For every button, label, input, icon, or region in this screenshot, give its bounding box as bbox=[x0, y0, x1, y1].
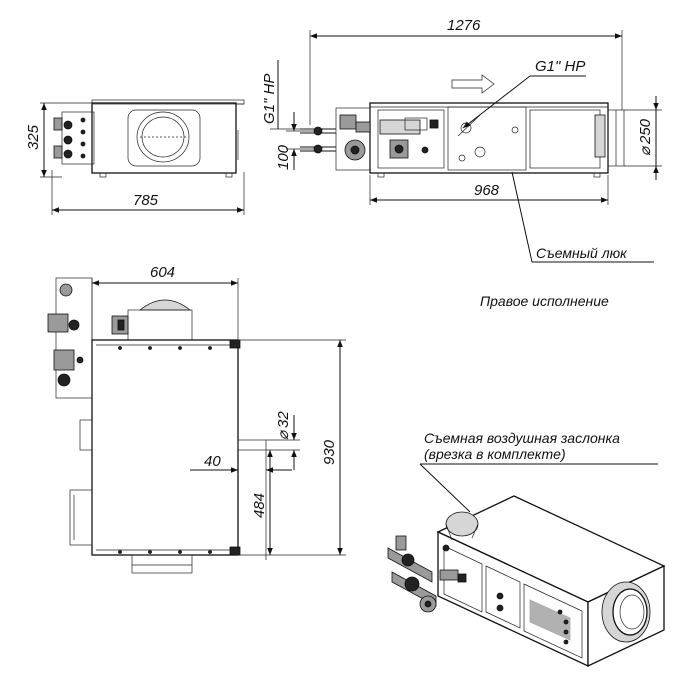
drain-diameter-label: 32 bbox=[275, 411, 292, 428]
front-width-label: 785 bbox=[133, 192, 159, 209]
plan-view: 604 bbox=[47, 264, 346, 574]
damper-note-line2: (врезка в комплекте) bbox=[424, 446, 566, 462]
damper-note-line1: Съемная воздушная заслонка bbox=[424, 430, 620, 446]
plan-view-fittings bbox=[55, 277, 93, 399]
drain-height-label: 484 bbox=[251, 493, 268, 518]
drain-offset-label: 40 bbox=[204, 453, 221, 470]
plan-view-body bbox=[91, 339, 239, 556]
external-pipework bbox=[335, 107, 371, 171]
front-view: 325 785 bbox=[25, 99, 245, 215]
flange-diameter-symbol: ⌀ bbox=[637, 145, 654, 156]
flange-diameter-label: 250 bbox=[637, 118, 654, 145]
isometric-view: Съемная воздушная заслонка (врезка в ком… bbox=[387, 430, 666, 668]
service-hatch-panel bbox=[447, 106, 527, 171]
side-view: 1276 bbox=[261, 17, 662, 263]
overall-length-label: 1276 bbox=[447, 17, 481, 34]
thread-left-label: G1" НР bbox=[261, 74, 278, 124]
bottom-duct bbox=[131, 554, 193, 574]
plan-depth-label: 930 bbox=[321, 439, 338, 465]
drain-diameter-symbol: ⌀ bbox=[275, 429, 292, 440]
thread-right-label: G1" НР bbox=[535, 58, 585, 75]
front-view-body bbox=[91, 102, 237, 174]
airflow-arrow-icon bbox=[451, 74, 495, 94]
service-hatch-note: Съемный люк bbox=[536, 245, 628, 261]
top-duct bbox=[127, 309, 193, 345]
removable-air-damper bbox=[445, 511, 479, 537]
front-height-label: 325 bbox=[25, 124, 42, 150]
orientation-note: Правое исполнение bbox=[480, 293, 609, 309]
duct-port bbox=[136, 111, 190, 163]
drain-stub bbox=[237, 439, 267, 451]
side-view-body bbox=[369, 102, 609, 174]
body-length-label: 968 bbox=[474, 182, 500, 199]
pipe-spacing-label: 100 bbox=[275, 144, 292, 170]
front-view-fittings bbox=[61, 111, 95, 165]
plan-width-label: 604 bbox=[150, 264, 175, 281]
